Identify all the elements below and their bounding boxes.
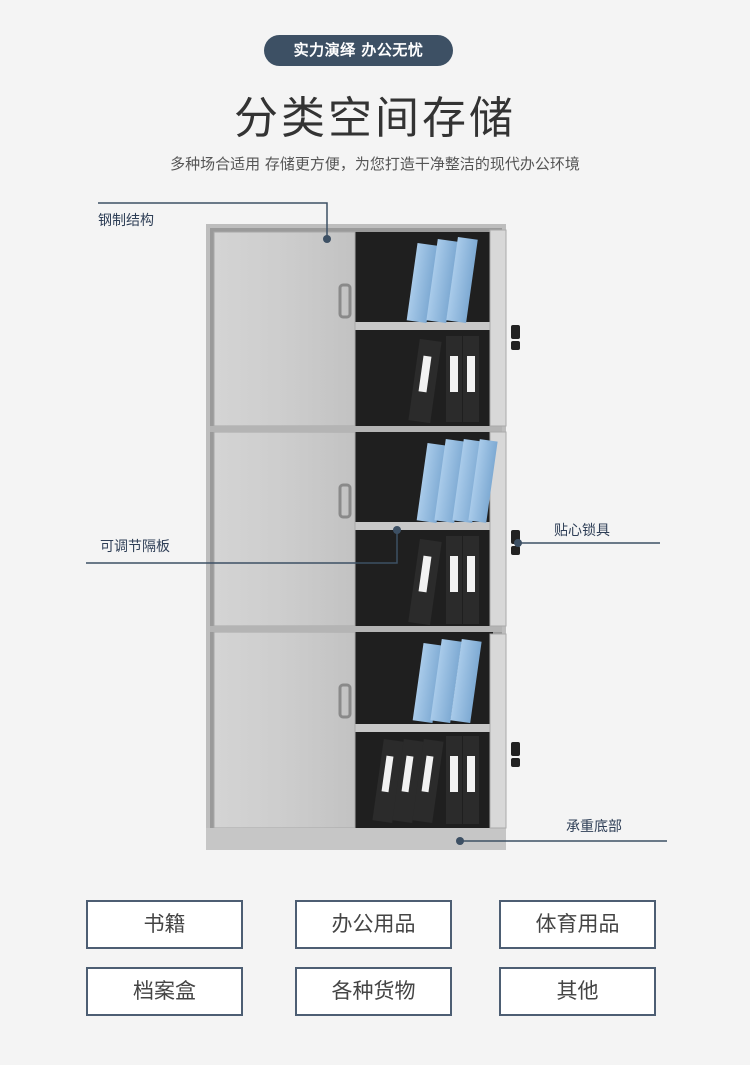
cabinet-base <box>206 828 506 850</box>
category-file-boxes-button[interactable]: 档案盒 <box>86 967 243 1016</box>
callout-lock: 贴心锁具 <box>554 523 610 539</box>
page-subtitle: 多种场合适用 存储更方便，为您打造干净整洁的现代办公环境 <box>170 155 580 173</box>
sliding-door-top <box>213 231 356 427</box>
callout-lines <box>86 202 667 842</box>
door-handle-icon <box>338 683 352 719</box>
binder-blue-group <box>406 237 498 724</box>
cabinet-section-bottom <box>213 631 493 829</box>
category-sports-goods-button[interactable]: 体育用品 <box>499 900 656 949</box>
category-office-supplies-button[interactable]: 办公用品 <box>295 900 452 949</box>
category-books-button[interactable]: 书籍 <box>86 900 243 949</box>
category-goods-button[interactable]: 各种货物 <box>295 967 452 1016</box>
door-handle-icon <box>338 283 352 319</box>
lock-icon <box>511 325 520 767</box>
callout-steel-structure: 钢制结构 <box>98 213 154 229</box>
sliding-door-middle <box>213 431 356 627</box>
door-handle-icon <box>338 483 352 519</box>
category-other-button[interactable]: 其他 <box>499 967 656 1016</box>
callout-dots <box>323 235 522 845</box>
callout-load-bearing-base: 承重底部 <box>566 819 622 835</box>
sliding-door-bottom <box>213 631 356 829</box>
slogan-badge: 实力演绎 办公无忧 <box>264 35 453 66</box>
page-title: 分类空间存储 <box>234 93 516 144</box>
callout-adjustable-shelf: 可调节隔板 <box>100 539 170 555</box>
